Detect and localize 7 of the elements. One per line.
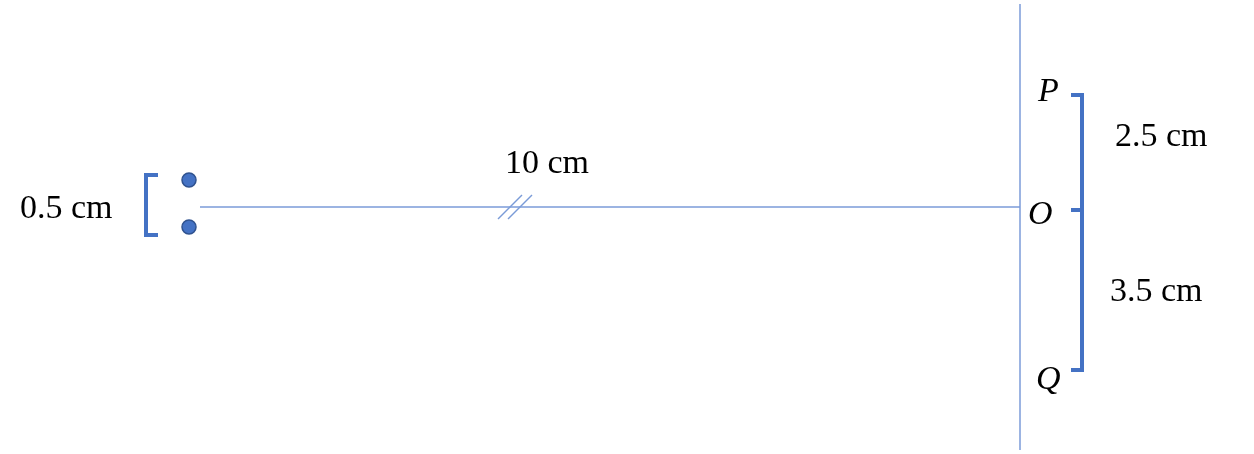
- point-label: P: [1038, 73, 1059, 107]
- dimension-label: 2.5 cm: [1115, 118, 1208, 152]
- point-label: Q: [1036, 361, 1061, 395]
- dimension-label: 0.5 cm: [20, 190, 113, 224]
- dimension-label: 3.5 cm: [1110, 273, 1203, 307]
- dimension-label: 10 cm: [505, 145, 590, 179]
- point-label: O: [1028, 196, 1053, 230]
